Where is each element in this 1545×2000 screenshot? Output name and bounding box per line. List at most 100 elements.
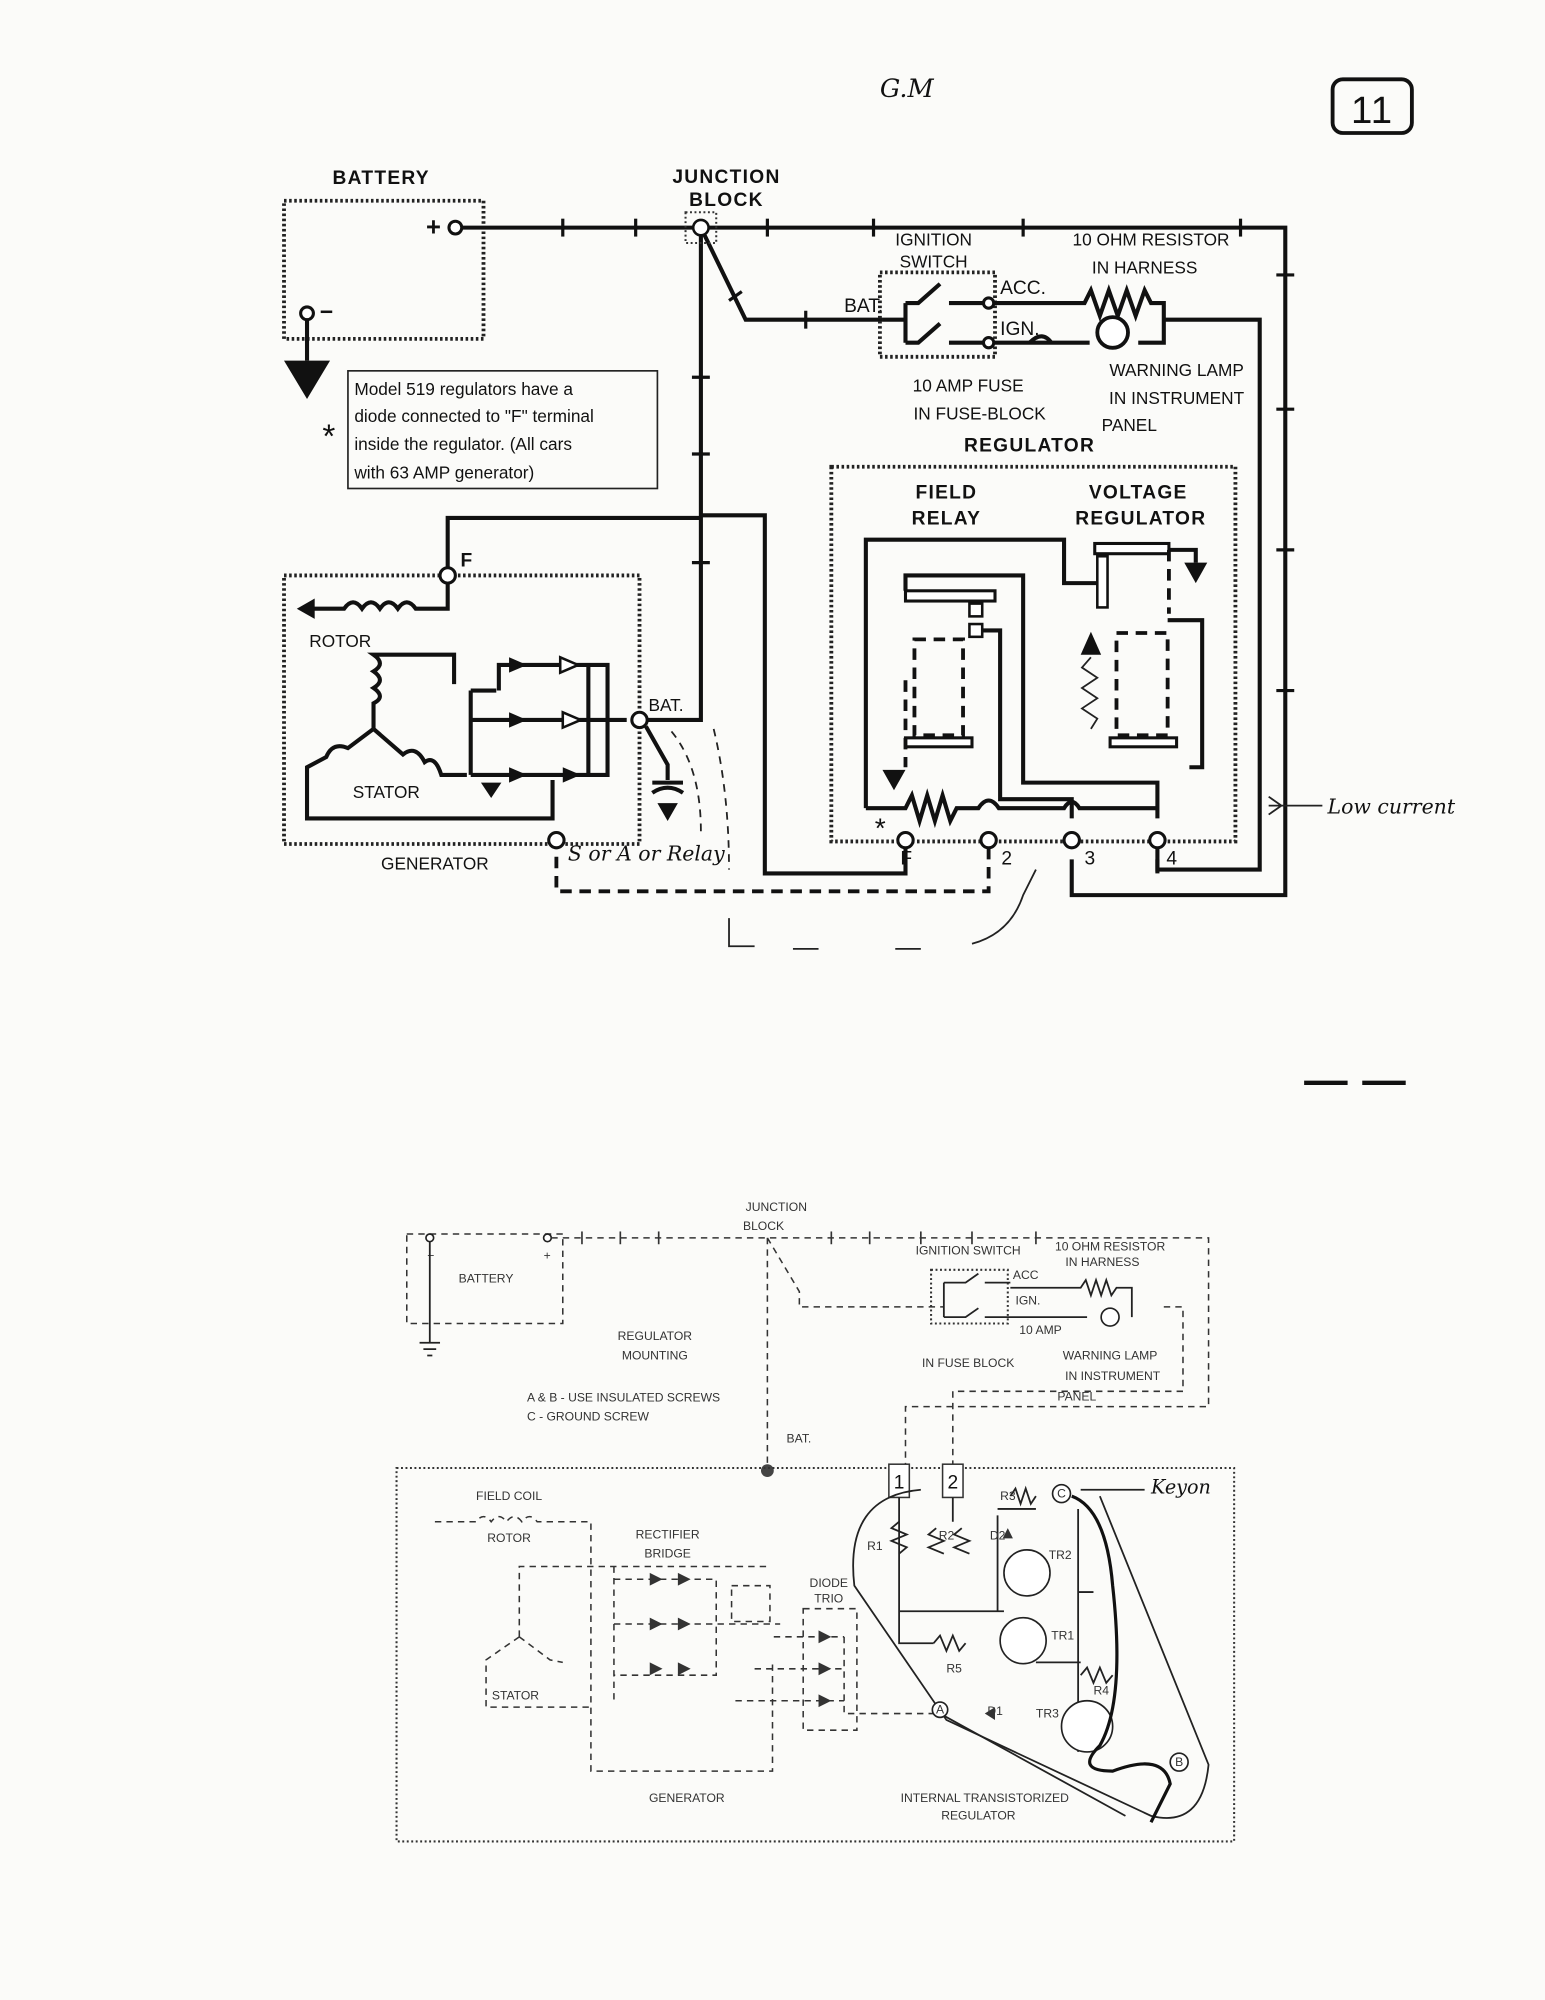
tr3-label: TR3 xyxy=(1036,1706,1059,1720)
note-line: diode connected to "F" terminal xyxy=(354,406,594,426)
ground-icon xyxy=(882,769,906,791)
field-relay-coil-icon xyxy=(903,637,974,749)
screw-b-label: B xyxy=(1175,1755,1183,1769)
regulator-terminal-f xyxy=(896,830,915,850)
regulator-mounting-label: REGULATOR xyxy=(618,1329,693,1343)
divider-marks: — — xyxy=(1304,1057,1407,1105)
d2-zener-icon xyxy=(1002,1528,1013,1539)
regulator-box xyxy=(829,464,1238,844)
generator-relay-terminal xyxy=(547,830,566,850)
note-line: inside the regulator. (All cars xyxy=(354,434,572,454)
fuse-label-2: IN FUSE-BLOCK xyxy=(914,403,1047,423)
ignition-switch-label: IGNITION xyxy=(895,230,972,250)
warning-lamp-label-3: PANEL xyxy=(1057,1389,1096,1403)
page-number: 11 xyxy=(1351,89,1393,132)
field-relay-label: FIELD xyxy=(916,483,978,504)
rectifier-diodes-icon xyxy=(613,1566,781,1701)
field-coil-label: FIELD COIL xyxy=(476,1489,542,1503)
screw-a xyxy=(931,1701,949,1719)
battery-positive-terminal xyxy=(447,219,464,236)
r3-label: R3 xyxy=(1000,1489,1016,1503)
terminal-2-label: 2 xyxy=(1001,848,1012,869)
tr1-label: TR1 xyxy=(1051,1628,1074,1642)
junction-block-terminal xyxy=(691,218,710,237)
ign-label: IGN. xyxy=(1000,319,1039,340)
internal-regulator-label-2: REGULATOR xyxy=(941,1809,1016,1823)
regulator-label: REGULATOR xyxy=(964,435,1095,456)
rotor-coil-icon xyxy=(313,583,450,613)
stator-label: STATOR xyxy=(492,1688,539,1702)
r5-label: R5 xyxy=(946,1662,962,1676)
resistor-label-2: IN HARNESS xyxy=(1065,1255,1139,1269)
battery-plus-label: + xyxy=(544,1249,551,1263)
ground-icon xyxy=(419,1241,441,1357)
warning-lamp-icon xyxy=(1095,315,1130,350)
fuse-label: 10 AMP xyxy=(1019,1323,1061,1337)
rectifier-diodes-icon xyxy=(468,655,627,783)
ground-screw-note: C - GROUND SCREW xyxy=(527,1410,649,1424)
battery-minus-label: − xyxy=(320,299,335,325)
handwritten-header: G.M xyxy=(880,74,935,104)
terminal-1-label: 1 xyxy=(894,1472,905,1493)
r3-resistor-icon xyxy=(1009,1485,1037,1507)
handwritten-trace xyxy=(1071,1494,1172,1823)
tr2-label: TR2 xyxy=(1049,1548,1072,1562)
r5-resistor-icon xyxy=(932,1633,967,1654)
note-line: with 63 AMP generator) xyxy=(353,462,534,482)
warning-lamp-icon xyxy=(1100,1307,1120,1327)
handwritten-low-current-note: Low current xyxy=(1326,794,1455,818)
junction-block-label-2: BLOCK xyxy=(743,1219,784,1233)
generator-label: GENERATOR xyxy=(649,1791,725,1805)
tr2-transistor-icon xyxy=(1003,1549,1051,1597)
ign-label: IGN. xyxy=(1015,1293,1040,1307)
rectifier-bridge-label: RECTIFIER xyxy=(636,1527,700,1541)
ignition-switch-label: IGNITION SWITCH xyxy=(916,1243,1021,1257)
stator-coil-icon xyxy=(367,652,457,729)
note-box xyxy=(347,370,659,490)
note-asterisk: * xyxy=(322,419,336,456)
d1-diode-icon xyxy=(984,1707,996,1720)
resistor-label: 10 OHM RESISTOR xyxy=(1073,230,1230,250)
generator-bat-terminal xyxy=(630,710,649,730)
tr1-transistor-icon xyxy=(999,1616,1047,1665)
battery-label: BATTERY xyxy=(333,168,430,189)
warning-lamp-label: WARNING LAMP xyxy=(1109,360,1244,380)
fuse-icon xyxy=(1028,334,1053,345)
generator-bat-label: BAT. xyxy=(648,695,683,715)
acc-label: ACC. xyxy=(1000,278,1046,299)
regulator-terminal-3 xyxy=(1062,830,1081,850)
bat-terminal xyxy=(760,1464,774,1477)
ignition-switch-label-2: SWITCH xyxy=(900,251,968,271)
junction-block-label-2: BLOCK xyxy=(689,190,764,211)
junction-block-label: JUNCTION xyxy=(672,167,780,188)
ignition-switch-box xyxy=(930,1268,1009,1325)
note-line: Model 519 regulators have a xyxy=(354,379,573,399)
generator-f-label: F xyxy=(460,550,473,571)
warning-lamp-label: WARNING LAMP xyxy=(1063,1348,1158,1362)
rotor-label: ROTOR xyxy=(487,1531,531,1545)
diode-trio-label: DIODE xyxy=(810,1576,848,1590)
r4-label: R4 xyxy=(1093,1683,1109,1697)
r1-label: R1 xyxy=(867,1539,883,1553)
screw-c xyxy=(1051,1483,1072,1504)
screw-a-label: A xyxy=(936,1703,945,1717)
stator-label: STATOR xyxy=(353,782,420,802)
field-relay-label-2: RELAY xyxy=(912,508,982,529)
rotor-label: ROTOR xyxy=(309,631,371,651)
capacitor-icon xyxy=(651,780,685,795)
r1-resistor-icon xyxy=(889,1521,910,1555)
terminal-2-label: 2 xyxy=(947,1472,958,1493)
voltage-regulator-coil-icon xyxy=(1108,631,1179,749)
terminal-asterisk: * xyxy=(875,813,887,844)
fuse-label-2: IN FUSE BLOCK xyxy=(922,1356,1014,1370)
r4-resistor-icon xyxy=(1079,1665,1114,1686)
terminal-4-label: 4 xyxy=(1166,848,1177,869)
bat-label: BAT. xyxy=(787,1431,812,1445)
insulated-screws-note: A & B - USE INSULATED SCREWS xyxy=(527,1391,720,1405)
ground-icon xyxy=(480,782,502,798)
capacitor-icon xyxy=(730,1584,771,1623)
battery-label: BATTERY xyxy=(459,1272,514,1286)
handwritten-keyon-note: Keyon xyxy=(1150,1476,1211,1499)
